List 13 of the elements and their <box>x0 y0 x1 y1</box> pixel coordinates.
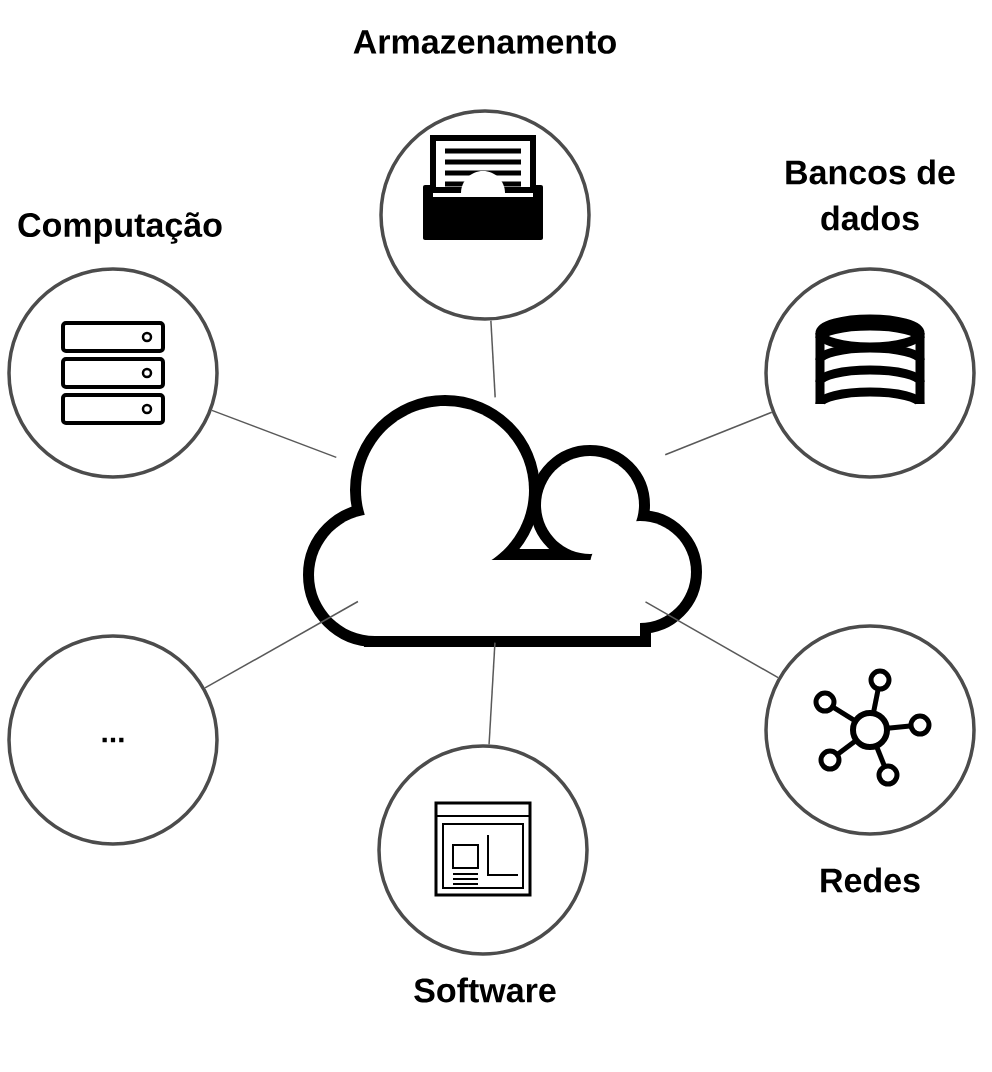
heading: Armazenamento <box>353 30 616 54</box>
heading: Software <box>414 977 556 1003</box>
connector-line <box>664 411 773 456</box>
connector-line <box>490 319 496 399</box>
circle-node: ... <box>7 634 219 846</box>
cloud-drawing <box>303 395 702 647</box>
connector-line <box>488 641 496 746</box>
connector-line <box>204 600 359 689</box>
heading: Computação <box>18 212 222 244</box>
connector-line <box>644 601 779 679</box>
heading: Redes <box>821 867 920 893</box>
heading: Bancos de dados <box>786 159 955 231</box>
connector-line <box>211 409 338 459</box>
